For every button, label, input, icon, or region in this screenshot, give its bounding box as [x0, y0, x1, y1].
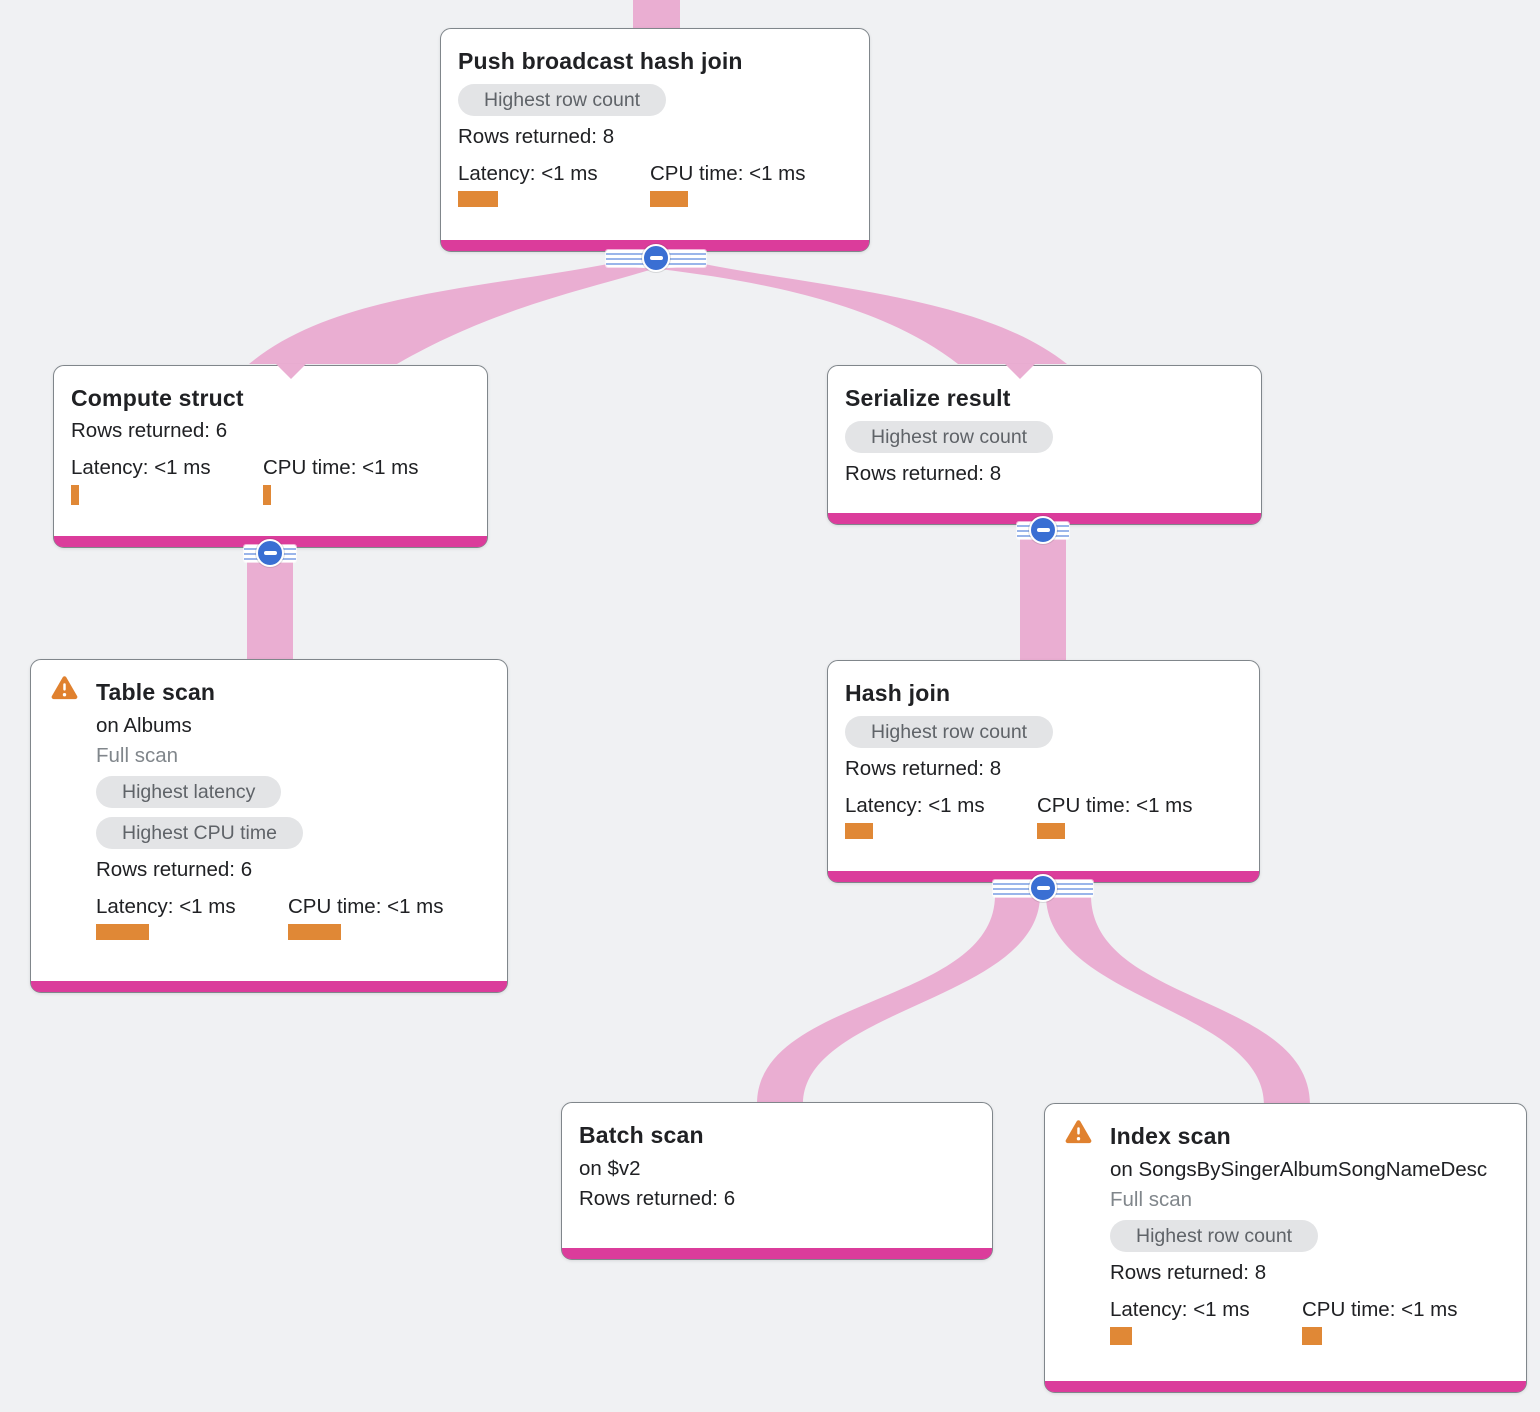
minus-icon: [263, 551, 277, 555]
minus-icon: [1036, 528, 1050, 532]
collapse-button-compute-struct[interactable]: [256, 539, 284, 567]
rows-returned: Rows returned: 6: [96, 858, 253, 881]
node-accent-bar: [31, 981, 507, 992]
latency-bar: [71, 485, 79, 505]
latency-label: Latency: <1 ms: [458, 162, 598, 185]
cpu-time-label: CPU time: <1 ms: [288, 895, 444, 918]
node-batch-scan[interactable]: Batch scan on $v2 Rows returned: 6: [561, 1102, 993, 1260]
node-target: on SongsBySingerAlbumSongNameDesc: [1110, 1158, 1488, 1181]
ribbon-root-to-compute-struct: [249, 264, 653, 364]
metrics-row: Latency: <1 ms CPU time: <1 ms: [458, 162, 849, 207]
node-accent-bar: [562, 1248, 992, 1259]
ribbon-into-root: [633, 0, 680, 30]
latency-label: Latency: <1 ms: [1110, 1298, 1250, 1321]
metrics-row: Latency: <1 ms CPU time: <1 ms: [845, 794, 1239, 839]
scan-type: Full scan: [96, 744, 179, 767]
highlight-badge: Highest row count: [845, 421, 1054, 453]
node-title: Hash join: [845, 680, 951, 706]
rows-returned: Rows returned: 8: [1110, 1261, 1267, 1284]
metrics-row: Latency: <1 ms CPU time: <1 ms: [1110, 1298, 1506, 1345]
node-title: Compute struct: [71, 385, 244, 411]
metrics-row: Latency: <1 ms CPU time: <1 ms: [71, 456, 467, 505]
rows-returned: Rows returned: 8: [845, 462, 1002, 485]
node-compute-struct[interactable]: Compute struct Rows returned: 6 Latency:…: [53, 365, 488, 548]
minus-icon: [1036, 886, 1050, 890]
node-target: on $v2: [579, 1157, 641, 1180]
ribbon-root-to-serialize-result: [659, 264, 1067, 364]
latency-label: Latency: <1 ms: [71, 456, 211, 479]
latency-label: Latency: <1 ms: [96, 895, 236, 918]
rows-returned: Rows returned: 6: [579, 1187, 736, 1210]
cpu-time-bar: [1037, 823, 1065, 839]
warning-icon: [51, 675, 78, 700]
ribbon-compute-struct-to-table-scan: [247, 546, 293, 662]
collapse-button-serialize-result[interactable]: [1029, 516, 1057, 544]
node-title: Serialize result: [845, 385, 1011, 411]
cpu-time-label: CPU time: <1 ms: [1037, 794, 1193, 817]
latency-bar: [96, 924, 149, 940]
node-accent-bar: [1045, 1381, 1526, 1392]
cpu-time-bar: [288, 924, 341, 940]
cpu-time-bar: [263, 485, 271, 505]
node-title: Push broadcast hash join: [458, 48, 743, 74]
collapse-button-hash-join[interactable]: [1029, 874, 1057, 902]
scan-type: Full scan: [1110, 1188, 1193, 1211]
latency-bar: [1110, 1327, 1132, 1345]
metrics-row: Latency: <1 ms CPU time: <1 ms: [96, 895, 487, 940]
cpu-time-label: CPU time: <1 ms: [263, 456, 419, 479]
latency-label: Latency: <1 ms: [845, 794, 985, 817]
node-index-scan[interactable]: Index scan on SongsBySingerAlbumSongName…: [1044, 1103, 1527, 1393]
highlight-badge: Highest latency: [96, 776, 282, 808]
node-serialize-result[interactable]: Serialize result Highest row count Rows …: [827, 365, 1262, 525]
cpu-time-label: CPU time: <1 ms: [650, 162, 806, 185]
rows-returned: Rows returned: 8: [458, 125, 615, 148]
ribbon-hash-join-to-index-scan: [1046, 895, 1310, 1105]
node-title: Index scan: [1110, 1123, 1231, 1149]
cpu-time-label: CPU time: <1 ms: [1302, 1298, 1458, 1321]
node-target: on Albums: [96, 714, 192, 737]
ribbon-serialize-result-to-hash-join: [1020, 523, 1066, 662]
cpu-time-bar: [650, 191, 688, 207]
warning-icon: [1065, 1119, 1092, 1144]
node-push-broadcast-hash-join[interactable]: Push broadcast hash join Highest row cou…: [440, 28, 870, 252]
node-title: Table scan: [96, 679, 216, 705]
latency-bar: [458, 191, 498, 207]
ribbon-hash-join-to-batch-scan: [757, 895, 1040, 1104]
collapse-button-push-broadcast-hash-join[interactable]: [642, 244, 670, 272]
highlight-badge: Highest CPU time: [96, 817, 303, 849]
highlight-badge: Highest row count: [458, 84, 667, 116]
cpu-time-bar: [1302, 1327, 1322, 1345]
node-hash-join[interactable]: Hash join Highest row count Rows returne…: [827, 660, 1260, 883]
node-title: Batch scan: [579, 1122, 704, 1148]
minus-icon: [649, 256, 663, 260]
rows-returned: Rows returned: 6: [71, 419, 228, 442]
latency-bar: [845, 823, 873, 839]
node-table-scan[interactable]: Table scan on Albums Full scan Highest l…: [30, 659, 508, 993]
rows-returned: Rows returned: 8: [845, 757, 1002, 780]
highlight-badge: Highest row count: [1110, 1220, 1319, 1252]
highlight-badge: Highest row count: [845, 716, 1054, 748]
